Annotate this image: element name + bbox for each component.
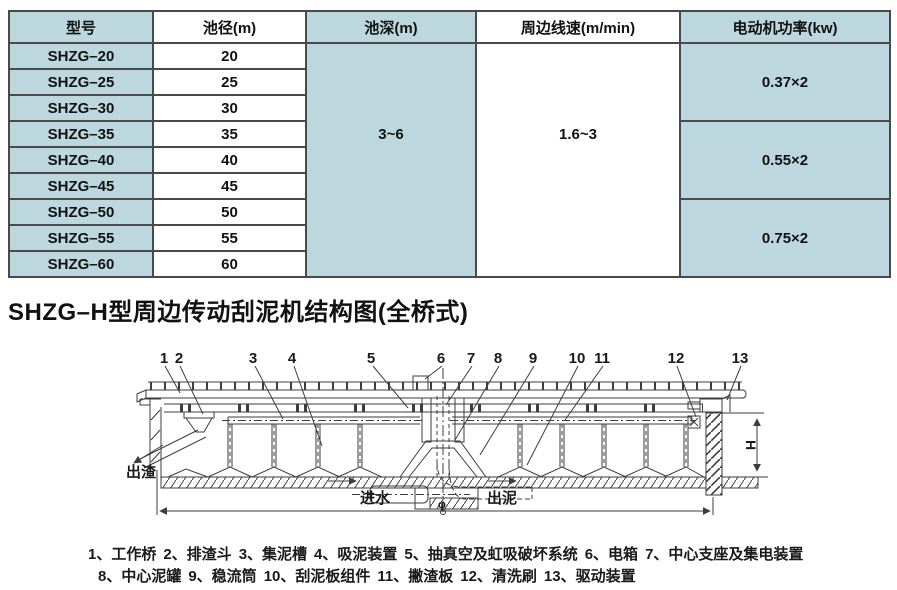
table-row: SHZG–45 45 <box>8 172 890 200</box>
callout-leaders <box>164 365 742 466</box>
callout-1: 1 <box>160 350 168 367</box>
legend-item: 1、工作桥 <box>88 546 157 563</box>
callout-6: 6 <box>437 350 445 367</box>
cleaning-brush <box>687 415 701 429</box>
legend-item: 13、驱动装置 <box>543 568 636 585</box>
height-dim-label: H <box>743 440 759 450</box>
power-cell-2: 0.55×2 <box>679 120 891 200</box>
power-cell-3: 0.75×2 <box>679 198 891 278</box>
collection-pipe <box>222 416 696 425</box>
diameter-cell: 35 <box>152 120 307 148</box>
diameter-cell: 20 <box>152 42 307 70</box>
center-support <box>399 396 487 478</box>
diameter-dim-label: φ <box>438 499 446 511</box>
scraper-arms <box>227 424 689 470</box>
model-cell: SHZG–45 <box>8 172 154 200</box>
callout-2: 2 <box>175 350 183 367</box>
table-row: SHZG–60 60 <box>8 250 890 278</box>
model-cell: SHZG–60 <box>8 250 154 278</box>
legend-item: 11、撇渣板 <box>377 568 454 585</box>
water-in-label: 进水 <box>360 489 391 507</box>
table-row: SHZG–30 30 <box>8 94 890 122</box>
callout-7: 7 <box>467 350 475 367</box>
slag-chute <box>133 429 207 469</box>
drive-unit <box>687 394 731 413</box>
electric-box <box>412 375 429 391</box>
table-row: SHZG–50 50 0.75×2 <box>8 198 891 278</box>
model-cell: SHZG–55 <box>8 224 154 252</box>
table-row: SHZG–55 55 <box>8 224 890 252</box>
left-wall <box>139 398 162 477</box>
legend-item: 5、抽真空及虹吸破坏系统 <box>404 546 578 563</box>
spec-table: 型号 池径(m) 池深(m) 周边线速(m/min) 电动机功率(kw) SHZ… <box>8 10 891 278</box>
callout-numbers: 1 2 3 4 5 6 7 8 9 10 11 12 13 <box>160 350 749 367</box>
callout-11: 11 <box>594 350 610 367</box>
legend-line-1: 1、工作桥 2、排渣斗 3、集泥槽 4、吸泥装置 5、抽真空及虹吸破坏系统 6、电箱 7、中… <box>88 543 810 564</box>
legend-item: 6、电箱 <box>584 546 639 563</box>
callout-4: 4 <box>288 350 297 367</box>
legend-item: 7、中心支座及集电装置 <box>645 546 804 563</box>
callout-8: 8 <box>494 350 502 367</box>
model-cell: SHZG–50 <box>8 198 154 226</box>
diameter-cell: 25 <box>152 68 307 96</box>
diameter-cell: 45 <box>152 172 307 200</box>
legend-item: 4、吸泥装置 <box>314 546 398 563</box>
callout-13: 13 <box>732 350 749 367</box>
tank-floor <box>160 476 759 489</box>
diameter-cell: 40 <box>152 146 307 174</box>
model-cell: SHZG–35 <box>8 120 154 148</box>
table-row: SHZG–35 35 0.55×2 <box>8 120 891 200</box>
model-cell: SHZG–25 <box>8 68 154 96</box>
model-cell: SHZG–20 <box>8 42 154 70</box>
legend-line-2: 8、中心泥罐 9、稳流筒 10、刮泥板组件 11、撇渣板 12、清洗刷 13、驱动装置 <box>98 565 643 586</box>
table-header-row: 型号 池径(m) 池深(m) 周边线速(m/min) 电动机功率(kw) <box>8 10 891 44</box>
col-header-depth: 池深(m) <box>305 10 477 44</box>
col-header-speed: 周边线速(m/min) <box>475 10 681 44</box>
work-bridge <box>136 381 747 403</box>
slag-hopper <box>183 411 215 433</box>
table-row: SHZG–20 20 3~6 1.6~3 0.37×2 <box>8 42 891 278</box>
diameter-cell: 30 <box>152 94 307 122</box>
structure-diagram: 出渣 <box>126 350 768 515</box>
legend-item: 3、集泥槽 <box>238 546 308 563</box>
callout-5: 5 <box>367 350 375 367</box>
model-cell: SHZG–30 <box>8 94 154 122</box>
diameter-cell: 50 <box>152 198 307 226</box>
mud-out-label: 出泥 <box>487 489 517 507</box>
table-row: SHZG–25 25 <box>8 68 890 96</box>
slag-out-label: 出渣 <box>126 463 157 481</box>
diameter-dimension <box>156 470 714 515</box>
main-girder <box>164 403 703 413</box>
col-header-diameter: 池径(m) <box>152 10 307 44</box>
right-wall <box>705 412 764 496</box>
callout-12: 12 <box>668 350 685 367</box>
height-dimension <box>746 418 768 478</box>
speed-cell: 1.6~3 <box>475 42 681 278</box>
inlet-pipe <box>352 485 470 504</box>
outlet-pipe <box>436 461 533 500</box>
model-cell: SHZG–40 <box>8 146 154 174</box>
section-title: SHZG–H型周边传动刮泥机结构图(全桥式) <box>8 299 469 326</box>
legend-item: 2、排渣斗 <box>163 546 232 563</box>
depth-cell: 3~6 <box>305 42 477 278</box>
callout-3: 3 <box>249 350 257 367</box>
callout-10: 10 <box>569 350 586 367</box>
power-cell-1: 0.37×2 <box>679 42 891 122</box>
table-row: SHZG–40 40 <box>8 146 890 174</box>
legend-item: 12、清洗刷 <box>460 568 537 585</box>
legend-item: 8、中心泥罐 <box>98 568 182 585</box>
callout-9: 9 <box>529 350 537 367</box>
diameter-cell: 60 <box>152 250 307 278</box>
legend-item: 10、刮泥板组件 <box>263 568 371 585</box>
col-header-power: 电动机功率(kw) <box>679 10 891 44</box>
col-header-model: 型号 <box>8 10 154 44</box>
diameter-cell: 55 <box>152 224 307 252</box>
scraper-blades <box>167 466 706 478</box>
legend-item: 9、稳流筒 <box>188 568 257 585</box>
